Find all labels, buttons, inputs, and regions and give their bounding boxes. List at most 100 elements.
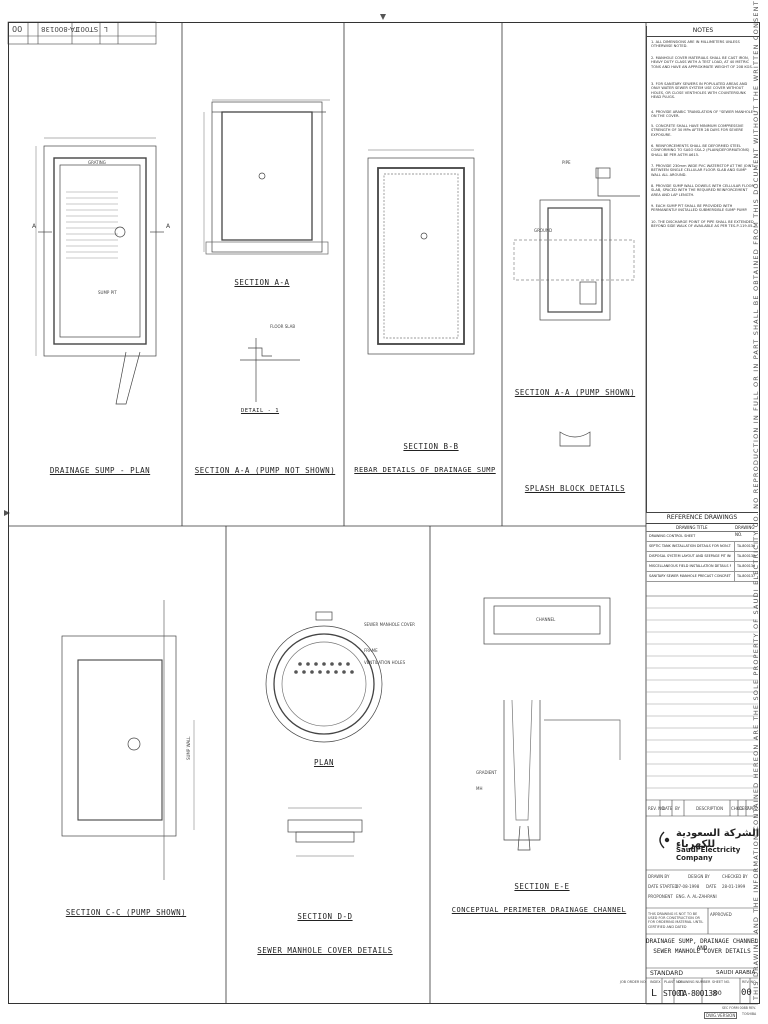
note-item: 10. THE DISCHARGE POINT OF PIPE SHALL BE…	[651, 220, 754, 229]
label-sump-wall: SUMP WALL	[186, 736, 191, 760]
drawing-title-line1: DRAINAGE SUMP, DRAINAGE CHANNEL AND	[646, 938, 758, 952]
note-item: 9. EACH SUMP PIT SHALL BE PROVIDED WITH …	[651, 204, 748, 213]
rev-header-cert: CERT.	[739, 806, 751, 811]
rev-header-appd: APPD.	[747, 806, 759, 811]
channel-drawing	[483, 597, 621, 851]
vertical-ownership-text: THIS DRAWING AND THE INFORMATION CONTAIN…	[752, 0, 760, 1000]
reference-drawings-table: REFERENCE DRAWINGS DRAWING TITLE DRAWING…	[646, 512, 758, 597]
title-section-cc: SECTION C-C (PUMP SHOWN)	[65, 908, 187, 917]
corner-index: L	[104, 25, 108, 33]
title-section-aa-pump-not-shown: SECTION A-A (PUMP NOT SHOWN)	[194, 466, 336, 475]
table-row: DRAWING CONTROL SHEET	[646, 532, 758, 542]
rev-header-by: BY	[675, 806, 680, 811]
drawing-title-line2: SEWER MANHOLE COVER DETAILS	[653, 948, 751, 955]
note-item: 8. PROVIDE SUMP WALL DOWELS WITH CELLULA…	[651, 184, 754, 197]
label-gradient: GRADIENT	[476, 770, 497, 775]
disclaimer-text: THIS DRAWING IS NOT TO BE USED FOR CONST…	[648, 912, 704, 929]
label-ground: GROUND	[534, 228, 553, 233]
reference-col-number: DRAWING NO.	[735, 525, 755, 537]
standard-label: STANDARD	[650, 970, 684, 977]
notes-panel: NOTES 1. ALL DIMENSIONS ARE IN MILLIMETE…	[646, 26, 759, 512]
footer-code: TOSHIBA	[742, 1012, 757, 1016]
reference-heading: REFERENCE DRAWINGS	[646, 513, 758, 524]
label-channel: CHANNEL	[536, 617, 556, 622]
plant-label: PLANT NO.	[664, 980, 683, 984]
sump-plan-drawing	[35, 137, 164, 405]
proponent-label: PROPONENT	[648, 894, 673, 899]
label-sump-pit: SUMP PIT	[98, 290, 117, 295]
label-grating: GRATING	[88, 160, 106, 165]
label-pipe: PIPE	[562, 160, 571, 165]
title-drainage-sump-plan: DRAINAGE SUMP - PLAN	[49, 466, 151, 475]
index-label: INDEX	[650, 980, 661, 984]
manhole-plan-drawing	[265, 611, 383, 743]
title-manhole-cover-details: SEWER MANHOLE COVER DETAILS	[257, 946, 393, 955]
title-section-aa-pump-shown: SECTION A-A (PUMP SHOWN)	[514, 388, 636, 397]
title-detail-1: DETAIL - 1	[240, 408, 280, 414]
date-designed-label: DATE	[706, 884, 717, 889]
section-aa-drawing	[203, 99, 330, 402]
standard-location: SAUDI ARABIA	[716, 970, 756, 976]
sheet-label: SHEET NO.	[712, 980, 731, 984]
table-row: MISCELLANEOUS FIELD INSTALLATION DETAILS…	[646, 562, 758, 572]
section-aa-pump-drawing	[513, 167, 640, 447]
section-cc-drawing	[61, 600, 195, 880]
label-vent-holes: VENTILATION HOLES	[364, 660, 406, 665]
drawing-number-label: DRAWING NUMBER	[678, 980, 711, 984]
drawn-by-label: DRAWN BY	[648, 874, 670, 879]
notes-heading: NOTES	[647, 26, 759, 37]
note-item: 5. CONCRETE SHALL HAVE MINIMUM COMPRESSI…	[651, 124, 744, 137]
bottom-rev-no: 00	[741, 988, 752, 998]
note-item: 7. PROVIDE 230mm WIDE PVC WATERSTOP AT T…	[651, 164, 754, 177]
table-row: DISPOSAL SYSTEM LAYOUT AND SEEPAGE PIT I…	[646, 552, 758, 562]
section-bb-drawing	[367, 149, 475, 355]
company-logo-mark	[659, 831, 670, 849]
bottom-sheet-no: 00	[714, 990, 722, 997]
rev-header-description: DESCRIPTION	[696, 806, 724, 811]
title-section-ee: SECTION E-E	[514, 882, 570, 891]
title-manhole-plan: PLAN	[313, 758, 335, 767]
bottom-drawing-no: TA-800138	[678, 989, 717, 998]
label-frame: FRAME	[364, 648, 378, 653]
title-section-dd: SECTION D-D	[297, 912, 353, 921]
corner-plan-no: ST001	[76, 25, 99, 33]
table-row: SANITARY SEWER MANHOLE PRECAST CONCRETE …	[646, 572, 758, 582]
date-started-value: 07-08-1998	[676, 884, 700, 889]
date-designed-value: 28-01-1999	[722, 884, 746, 889]
note-item: 2. MANHOLE COVER MATERIALS SHALL BE CAST…	[651, 56, 753, 69]
footer-form: SEC FORM 008B REV.	[722, 1006, 756, 1010]
title-rebar-details: REBAR DETAILS OF DRAINAGE SUMP	[354, 466, 496, 474]
title-section-bb: SECTION B-B	[403, 442, 459, 451]
company-name-arabic: الشركة السعودية للكهرباء	[676, 828, 760, 850]
label-floor-slab: FLOOR SLAB	[270, 324, 296, 329]
rev-header-date: DATE	[662, 806, 673, 811]
engineer-name: ENG. A. AL-ZAHRANI	[676, 894, 717, 899]
label-a-right: A	[166, 223, 171, 230]
section-dd-drawing	[287, 807, 363, 857]
note-item: 6. REINFORCEMENTS SHALL BE DEFORMED STEE…	[651, 144, 750, 157]
label-a-left: A	[32, 223, 37, 230]
title-section-aa: SECTION A-A	[234, 278, 290, 287]
label-cover: SEWER MANHOLE COVER	[364, 622, 415, 627]
bottom-plant-no: ST001	[663, 989, 685, 998]
rev-header-chkd: CHKD.	[731, 806, 744, 811]
rev-label: REV. NO.	[742, 980, 757, 984]
bottom-index: L	[651, 988, 658, 999]
approved-label: APPROVED	[710, 912, 732, 917]
footer-version: DWG.VERSION	[704, 1012, 738, 1019]
checked-by-label: CHECKED BY	[722, 874, 748, 879]
rev-header-rev: REV. NO.	[648, 806, 666, 811]
company-name-english: Saudi Electricity Company	[676, 846, 741, 862]
designed-by-label: DESIGN BY	[688, 874, 710, 879]
job-order-label: JOB ORDER NO.	[620, 980, 647, 984]
note-item: 1. ALL DIMENSIONS ARE IN MILLIMETERS UNL…	[651, 40, 740, 49]
date-started-label: DATE STARTED	[648, 884, 678, 889]
title-perimeter-channel: CONCEPTUAL PERIMETER DRAINAGE CHANNEL	[451, 906, 627, 914]
label-mh: MH	[476, 786, 483, 791]
reference-col-title: DRAWING TITLE	[676, 525, 708, 530]
note-item: 4. PROVIDE ARABIC TRANSLATION OF "SEWER …	[651, 110, 755, 119]
corner-drawing-no: TA-800138	[41, 25, 79, 33]
corner-sheet-no: 00	[12, 24, 23, 33]
drawing-sheet-border	[8, 22, 760, 1004]
